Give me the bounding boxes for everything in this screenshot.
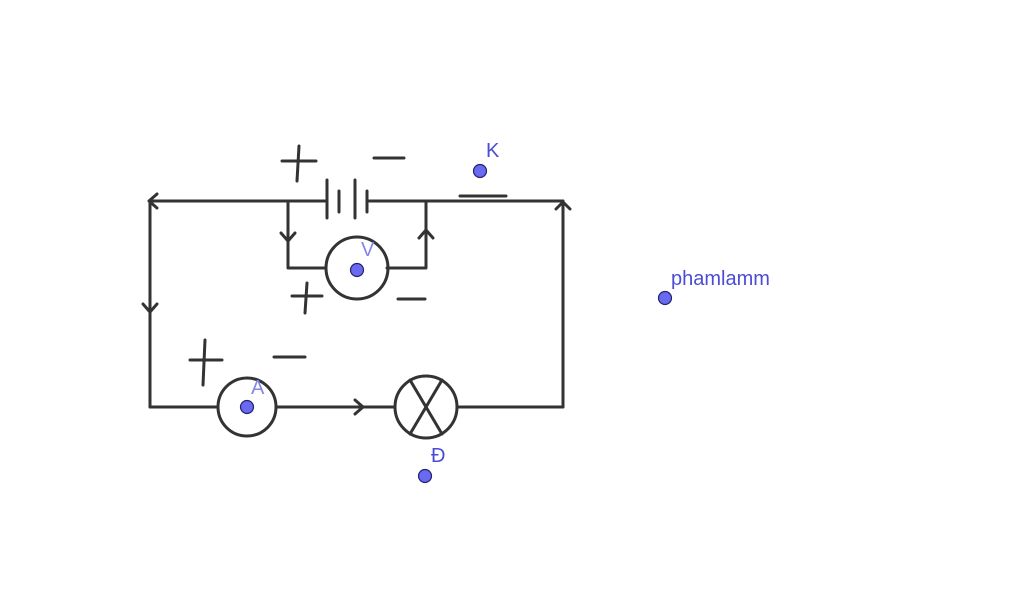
point-author[interactable]: phamlamm [657,268,770,306]
arrow-left-wire [141,302,159,314]
lamp-symbol [393,374,459,440]
ammeter-plus-sign [188,338,224,387]
point-v-label: V [361,239,375,261]
arrow-top-right [554,200,572,211]
point-a[interactable]: A [239,377,266,415]
point-k[interactable]: K [472,140,501,179]
battery-plus-sign [280,144,318,183]
ammeter-circle [216,376,278,438]
arrow-bottom-wire [353,398,365,416]
point-v[interactable]: V [349,239,376,278]
arrow-top-left [147,192,159,210]
voltmeter-circle [324,235,390,301]
point-d-dot[interactable] [417,468,433,484]
arrow-voltmeter-up [417,228,435,240]
main-circuit-loop [148,199,565,409]
voltmeter-branch [286,199,428,301]
point-k-dot[interactable] [472,163,488,179]
point-d[interactable]: Đ [417,445,446,484]
author-label: phamlamm [671,268,770,290]
point-a-label: A [251,377,265,399]
point-a-dot[interactable] [239,399,255,415]
voltmeter-plus-sign [290,281,324,315]
point-k-label: K [486,140,500,162]
arrow-voltmeter-down [279,231,297,243]
battery-symbol [325,178,369,220]
point-v-dot[interactable] [349,262,365,278]
point-author-dot[interactable] [657,290,673,306]
point-d-label: Đ [431,445,445,467]
